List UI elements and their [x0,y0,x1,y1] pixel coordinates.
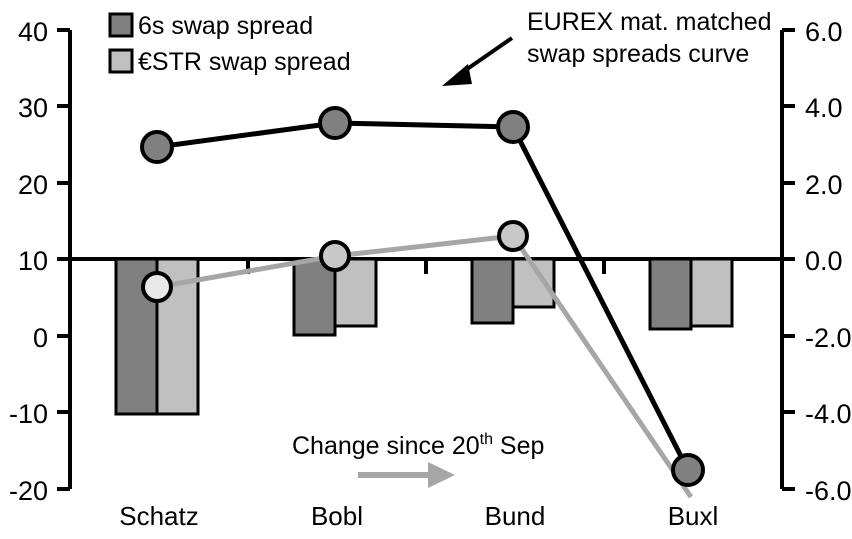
estr-marker-bobl [319,240,351,272]
right-tick-label-neg2: -2.0 [805,323,852,353]
change-callout: Change since 20th Sep [292,431,544,488]
left-axis: 40 30 20 10 0 -10 -20 [9,17,72,506]
left-tick-label-20: 20 [18,170,48,200]
bar-6s-bobl [292,257,337,337]
legend: 6s swap spread €STR swap spread [108,12,351,76]
right-axis: 6.0 4.0 2.0 0.0 -2.0 -4.0 -6.0 [780,17,852,506]
eurex-marker-buxl [671,453,705,487]
left-tick-label-10: 10 [18,246,48,276]
legend-item-estr[interactable]: €STR swap spread [108,48,351,76]
eurex-marker-bund [496,110,530,144]
bar-group-buxl [648,257,734,331]
change-callout-text: Change since 20th Sep [292,431,544,460]
eurex-marker-schatz [140,130,174,164]
right-tick-label-neg6: -6.0 [805,476,852,506]
eurex-callout-line2: swap spreads curve [527,40,749,68]
change-callout-pre: Change since 20 [292,432,480,460]
legend-label-6s: 6s swap spread [138,12,313,40]
eurex-callout-line1: EUREX mat. matched [527,8,772,36]
change-callout-post: Sep [493,432,544,460]
change-callout-sup: th [480,431,493,448]
estr-curve-series [141,220,694,499]
estr-marker-schatz [141,271,173,303]
category-label-bobl: Bobl [311,501,363,531]
legend-label-estr: €STR swap spread [138,48,351,76]
bar-group-bobl [292,257,378,337]
category-labels: Schatz Bobl Bund Buxl [119,501,718,531]
left-tick-label-0: 0 [33,323,48,353]
right-arrow-icon [358,462,455,488]
eurex-curve-series [140,106,705,487]
right-tick-label-neg4: -4.0 [805,399,852,429]
category-label-bund: Bund [485,501,546,531]
eurex-callout: EUREX mat. matched swap spreads curve [442,8,772,86]
left-tick-label-30: 30 [18,93,48,123]
legend-swatch-6s [108,12,134,38]
down-left-arrow-icon [442,36,514,86]
left-tick-label-40: 40 [18,17,48,47]
bar-estr-buxl [689,257,734,328]
left-tick-label-neg20: -20 [9,476,48,506]
right-tick-label-4: 4.0 [805,93,843,123]
left-tick-label-neg10: -10 [9,399,48,429]
right-tick-label-2: 2.0 [805,170,843,200]
category-label-schatz: Schatz [119,501,199,531]
category-label-buxl: Buxl [668,501,719,531]
legend-item-6s[interactable]: 6s swap spread [108,12,313,40]
right-tick-label-6: 6.0 [805,17,843,47]
bar-6s-buxl [648,257,693,331]
bar-group-bund [470,257,556,325]
eurex-curve-line [156,120,691,472]
eurex-marker-bobl [318,106,352,140]
estr-curve-line [156,233,694,499]
bar-6s-bund [470,257,515,325]
bar-estr-bobl [333,257,378,328]
legend-swatch-estr [108,48,134,74]
right-tick-label-0: 0.0 [805,246,843,276]
estr-marker-bund [497,220,529,252]
